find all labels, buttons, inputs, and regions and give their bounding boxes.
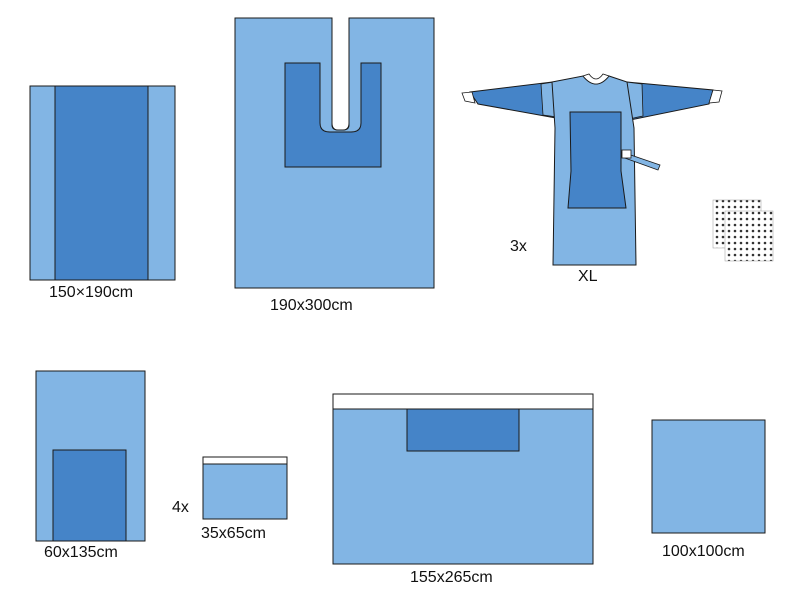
u-drape xyxy=(234,17,435,289)
adhesive-drape-quantity-label: 4x xyxy=(172,499,189,516)
adhesive-drape xyxy=(202,456,288,520)
side-drape-size-label: 150×190cm xyxy=(49,284,134,301)
u-drape-size-label: 190x300cm xyxy=(270,297,353,314)
instrument-drape xyxy=(35,370,146,542)
surgical-gown xyxy=(461,73,723,266)
instrument-drape-size-label: 60x135cm xyxy=(44,544,118,561)
hand-towels-icon xyxy=(712,199,774,262)
gown-quantity-label: 3x xyxy=(510,238,527,255)
large-drape xyxy=(332,393,594,565)
side-drape xyxy=(29,85,176,281)
table-cover-size-label: 100x100cm xyxy=(662,543,745,560)
adhesive-drape-size-label: 35x65cm xyxy=(201,525,266,542)
table-cover xyxy=(651,419,766,534)
large-drape-size-label: 155x265cm xyxy=(410,569,493,586)
gown-size-label: XL xyxy=(578,268,598,285)
